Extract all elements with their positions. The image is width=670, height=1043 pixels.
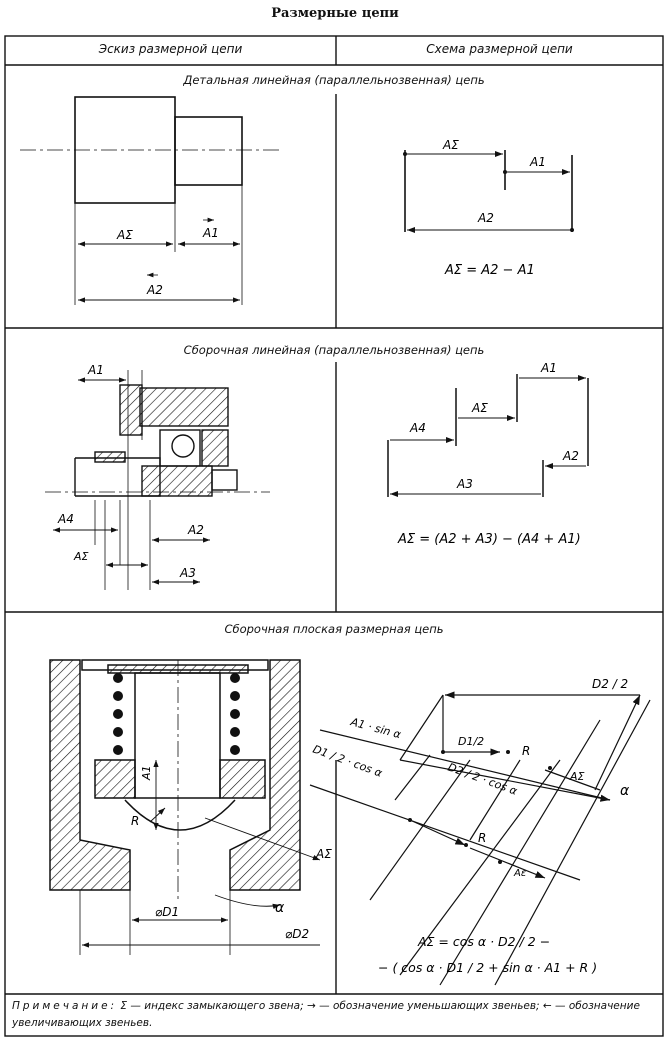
scheme3-label-d2-half: D2 / 2 [592, 677, 628, 691]
header-scheme: Схема размерной цепи [426, 42, 573, 56]
scheme3-label-alpha: α [620, 783, 630, 799]
scheme3-label-a-eps: Aε [513, 868, 527, 879]
formula-2: AΣ = (A2 + A3) − (A4 + A1) [397, 532, 581, 547]
scheme-2 [387, 374, 589, 497]
sketch-1 [20, 96, 282, 305]
scheme1-label-a1: A1 [529, 155, 546, 169]
sketch-2 [45, 370, 270, 590]
sketch3-label-asigma: AΣ [315, 847, 332, 861]
scheme2-label-asigma: AΣ [471, 401, 488, 415]
scheme3-label-r-bottom: R [478, 831, 486, 845]
scheme3-label-a1-sin: A1 · sin α [348, 715, 403, 741]
scheme1-label-asigma: AΣ [442, 138, 459, 152]
footnote: Примечание: Σ — индекс замыкающего звена… [12, 998, 660, 1032]
sketch3-balls [113, 673, 240, 755]
sketch2-label-a4: A4 [57, 512, 74, 526]
scheme-3 [309, 691, 651, 986]
scheme3-label-d1-half: D1/2 [458, 735, 484, 748]
formula-3-line1: AΣ = cos α · D2 / 2 − [417, 934, 550, 949]
sketch3-label-d1: ⌀D1 [155, 905, 179, 919]
scheme3-label-r-top: R [522, 744, 530, 758]
header-sketch: Эскиз размерной цепи [98, 42, 243, 56]
sketch2-label-a1: A1 [87, 363, 104, 377]
footnote-text: Σ — индекс замыкающего звена; → — обозна… [12, 1000, 640, 1029]
formula-1: AΣ = A2 − A1 [444, 263, 535, 278]
section-title-3: Сборочная плоская размерная цепь [224, 622, 444, 636]
section-title-2: Сборочная линейная (параллельнозвенная) … [183, 343, 485, 357]
sketch2-label-asigma: AΣ [73, 550, 89, 563]
scheme2-label-a4: A4 [409, 421, 426, 435]
sketch1-label-asigma: AΣ [116, 228, 133, 242]
sketch3-label-a1: A1 [140, 765, 153, 781]
scheme-1 [404, 150, 573, 233]
sketch1-label-a2: A2 [146, 283, 163, 297]
sketch2-label-a2: A2 [187, 523, 204, 537]
sketch2-label-a3: A3 [179, 566, 196, 580]
sketch-3 [49, 659, 321, 955]
sketch3-label-d2: ⌀D2 [285, 927, 309, 941]
scheme3-label-d1-half-cos: D1 / 2 · cos α [311, 743, 385, 780]
scheme2-label-a3: A3 [456, 477, 473, 491]
sketch1-label-a1: A1 [202, 226, 219, 240]
formula-3-line2: − ( cos α · D1 / 2 + sin α · A1 + R ) [378, 960, 597, 975]
sketch3-label-r: R [131, 814, 139, 828]
section-title-1: Детальная линейная (параллельнозвенная) … [183, 73, 485, 87]
scheme1-label-a2: A2 [477, 211, 494, 225]
scheme3-label-asigma: AΣ [569, 770, 585, 783]
scheme2-label-a2: A2 [562, 449, 579, 463]
footnote-prefix: Примечание: [12, 1000, 118, 1012]
page-title: Размерные цепи [271, 6, 399, 21]
scheme2-label-a1: A1 [540, 361, 557, 375]
sketch3-label-alpha: α [275, 900, 285, 916]
